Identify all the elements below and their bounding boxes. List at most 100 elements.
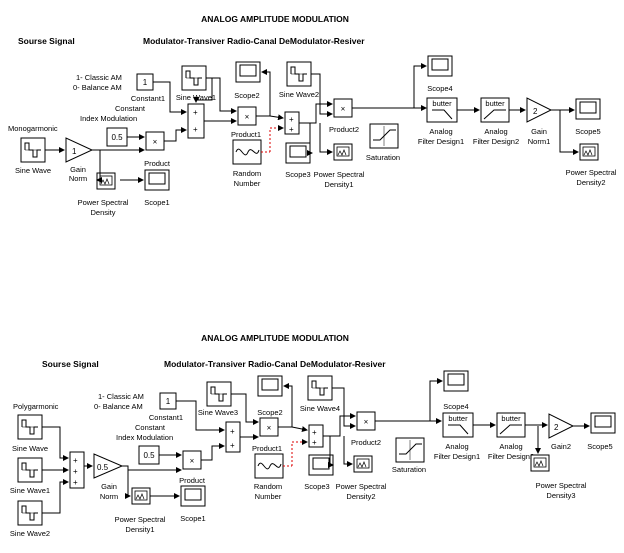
diagram-title: ANALOG AMPLITUDE MODULATION (201, 14, 349, 24)
constant-label-2b: Index Modulation (116, 433, 173, 442)
product1-block-2[interactable] (259, 417, 279, 437)
psd-label-2b: Density1 (125, 525, 154, 534)
sine-wave2-label-2: Sine Wave2 (10, 529, 50, 538)
psd1-block[interactable] (333, 143, 353, 161)
scope4-label-2: Scope4 (443, 402, 468, 411)
constant1-label: Constant1 (131, 94, 165, 103)
psd1-label-1: Power Spectral (314, 170, 365, 179)
sine-wave-label: Sine Wave (15, 166, 51, 175)
gain-label-2b: Norm (100, 492, 118, 501)
random-label-2a: Random (254, 482, 282, 491)
constant-label-2: Index Modulation (80, 114, 137, 123)
note-balance-2: 0- Balance AM (94, 402, 143, 411)
scope2-block[interactable] (235, 61, 261, 83)
psd1-label-2: Density1 (324, 180, 353, 189)
scope4-block[interactable] (427, 55, 453, 77)
psd2-label-2a: Power Spectral (336, 482, 387, 491)
psd-label-1: Power Spectral (78, 198, 129, 207)
sine-wave2-block[interactable] (286, 61, 312, 87)
note-classic-2: 1- Classic AM (98, 392, 144, 401)
svg-text:+: + (289, 125, 294, 134)
saturation-label-2: Saturation (392, 465, 426, 474)
constant1-value-2: 1 (166, 397, 171, 406)
svg-text:+: + (73, 456, 78, 465)
gain-norm1-block[interactable] (526, 97, 553, 123)
svg-text:+: + (312, 438, 317, 447)
product1-label: Product1 (231, 130, 261, 139)
scope2-block-2[interactable] (257, 375, 283, 397)
scope5-label-2: Scope5 (587, 442, 612, 451)
psd3-block-2[interactable] (530, 454, 550, 472)
random-number-block-2[interactable] (254, 453, 284, 479)
svg-text:+: + (230, 427, 235, 436)
random-number-block[interactable] (232, 139, 262, 165)
product-block[interactable] (145, 131, 165, 151)
psd-block-2[interactable] (131, 487, 151, 505)
product1-block[interactable] (237, 106, 257, 126)
sine-wave-block[interactable] (20, 137, 46, 163)
scope1-label-2: Scope1 (180, 514, 205, 523)
sine-wave2-block-2[interactable] (17, 500, 43, 526)
gain-norm1-label-2: Norm1 (528, 137, 551, 146)
saturation-label: Saturation (366, 153, 400, 162)
filter2-label-2a: Analog (499, 442, 522, 451)
psd2-block-2[interactable] (353, 455, 373, 473)
filter1-butter-2: butter (448, 414, 468, 423)
product2-block-2[interactable] (356, 411, 376, 431)
psd2-block[interactable] (579, 143, 599, 161)
svg-text:+: + (230, 441, 235, 450)
note-balance: 0- Balance AM (73, 83, 122, 92)
scope4-block-2[interactable] (443, 370, 469, 392)
sine-wave1-block-2[interactable] (17, 457, 43, 483)
sine-wave1-block[interactable] (181, 65, 207, 91)
constant1-label-2: Constant1 (149, 413, 183, 422)
section-source: Sourse Signal (18, 36, 75, 46)
random-label-2: Number (234, 179, 261, 188)
svg-text:+: + (193, 108, 198, 117)
filter2-label-2: Filter Design2 (473, 137, 519, 146)
scope1-block-2[interactable] (180, 485, 206, 507)
random-label-2b: Number (255, 492, 282, 501)
gain-norm-block[interactable] (65, 137, 94, 163)
random-label-1: Random (233, 169, 261, 178)
constant-index-value: 0.5 (111, 133, 123, 142)
section-chain-2: Modulator-Transiver Radio-Canal DeModula… (164, 359, 386, 369)
sine-wave3-block-2[interactable] (206, 381, 232, 407)
product-label: Product (144, 159, 171, 168)
gain2-block-2[interactable] (548, 413, 575, 439)
product2-label: Product2 (329, 125, 359, 134)
psd2-label-2b: Density2 (346, 492, 375, 501)
sum-sources-block[interactable] (69, 451, 85, 489)
scope5-label: Scope5 (575, 127, 600, 136)
product2-block[interactable] (333, 98, 353, 118)
psd2-label-2: Density2 (576, 178, 605, 187)
gain2-value-2: 2 (554, 423, 559, 432)
note-classic: 1- Classic AM (76, 73, 122, 82)
section-source-2: Sourse Signal (42, 359, 99, 369)
scope1-block[interactable] (144, 169, 170, 191)
scope5-block[interactable] (575, 98, 601, 120)
section-chain: Modulator-Transiver Radio-Canal DeModula… (143, 36, 365, 46)
scope5-block-2[interactable] (590, 412, 616, 434)
sine-wave-block-2[interactable] (17, 414, 43, 440)
scope3-block-2[interactable] (308, 454, 334, 476)
sine-wave1-label-2: Sine Wave1 (10, 486, 50, 495)
scope3-block[interactable] (285, 142, 311, 164)
sine-wave4-block-2[interactable] (307, 375, 333, 401)
gain2-label-2: Gain2 (551, 442, 571, 451)
product-block-2[interactable] (182, 450, 202, 470)
filter1-label-2: Filter Design1 (418, 137, 464, 146)
constant1-value: 1 (143, 78, 148, 87)
diagram-title-2: ANALOG AMPLITUDE MODULATION (201, 333, 349, 343)
psd2-label-1: Power Spectral (566, 168, 617, 177)
svg-text:+: + (312, 428, 317, 437)
gain-value-2: 0.5 (97, 463, 109, 472)
gain-norm-block-2[interactable] (93, 453, 124, 479)
constant-label-2a: Constant (135, 423, 166, 432)
svg-text:+: + (73, 478, 78, 487)
sine-wave2-label: Sine Wave2 (279, 90, 319, 99)
constant-label-1: Constant (115, 104, 146, 113)
diagram-top: ANALOG AMPLITUDE MODULATION Sourse Signa… (8, 14, 617, 217)
product2-label-2: Product2 (351, 438, 381, 447)
